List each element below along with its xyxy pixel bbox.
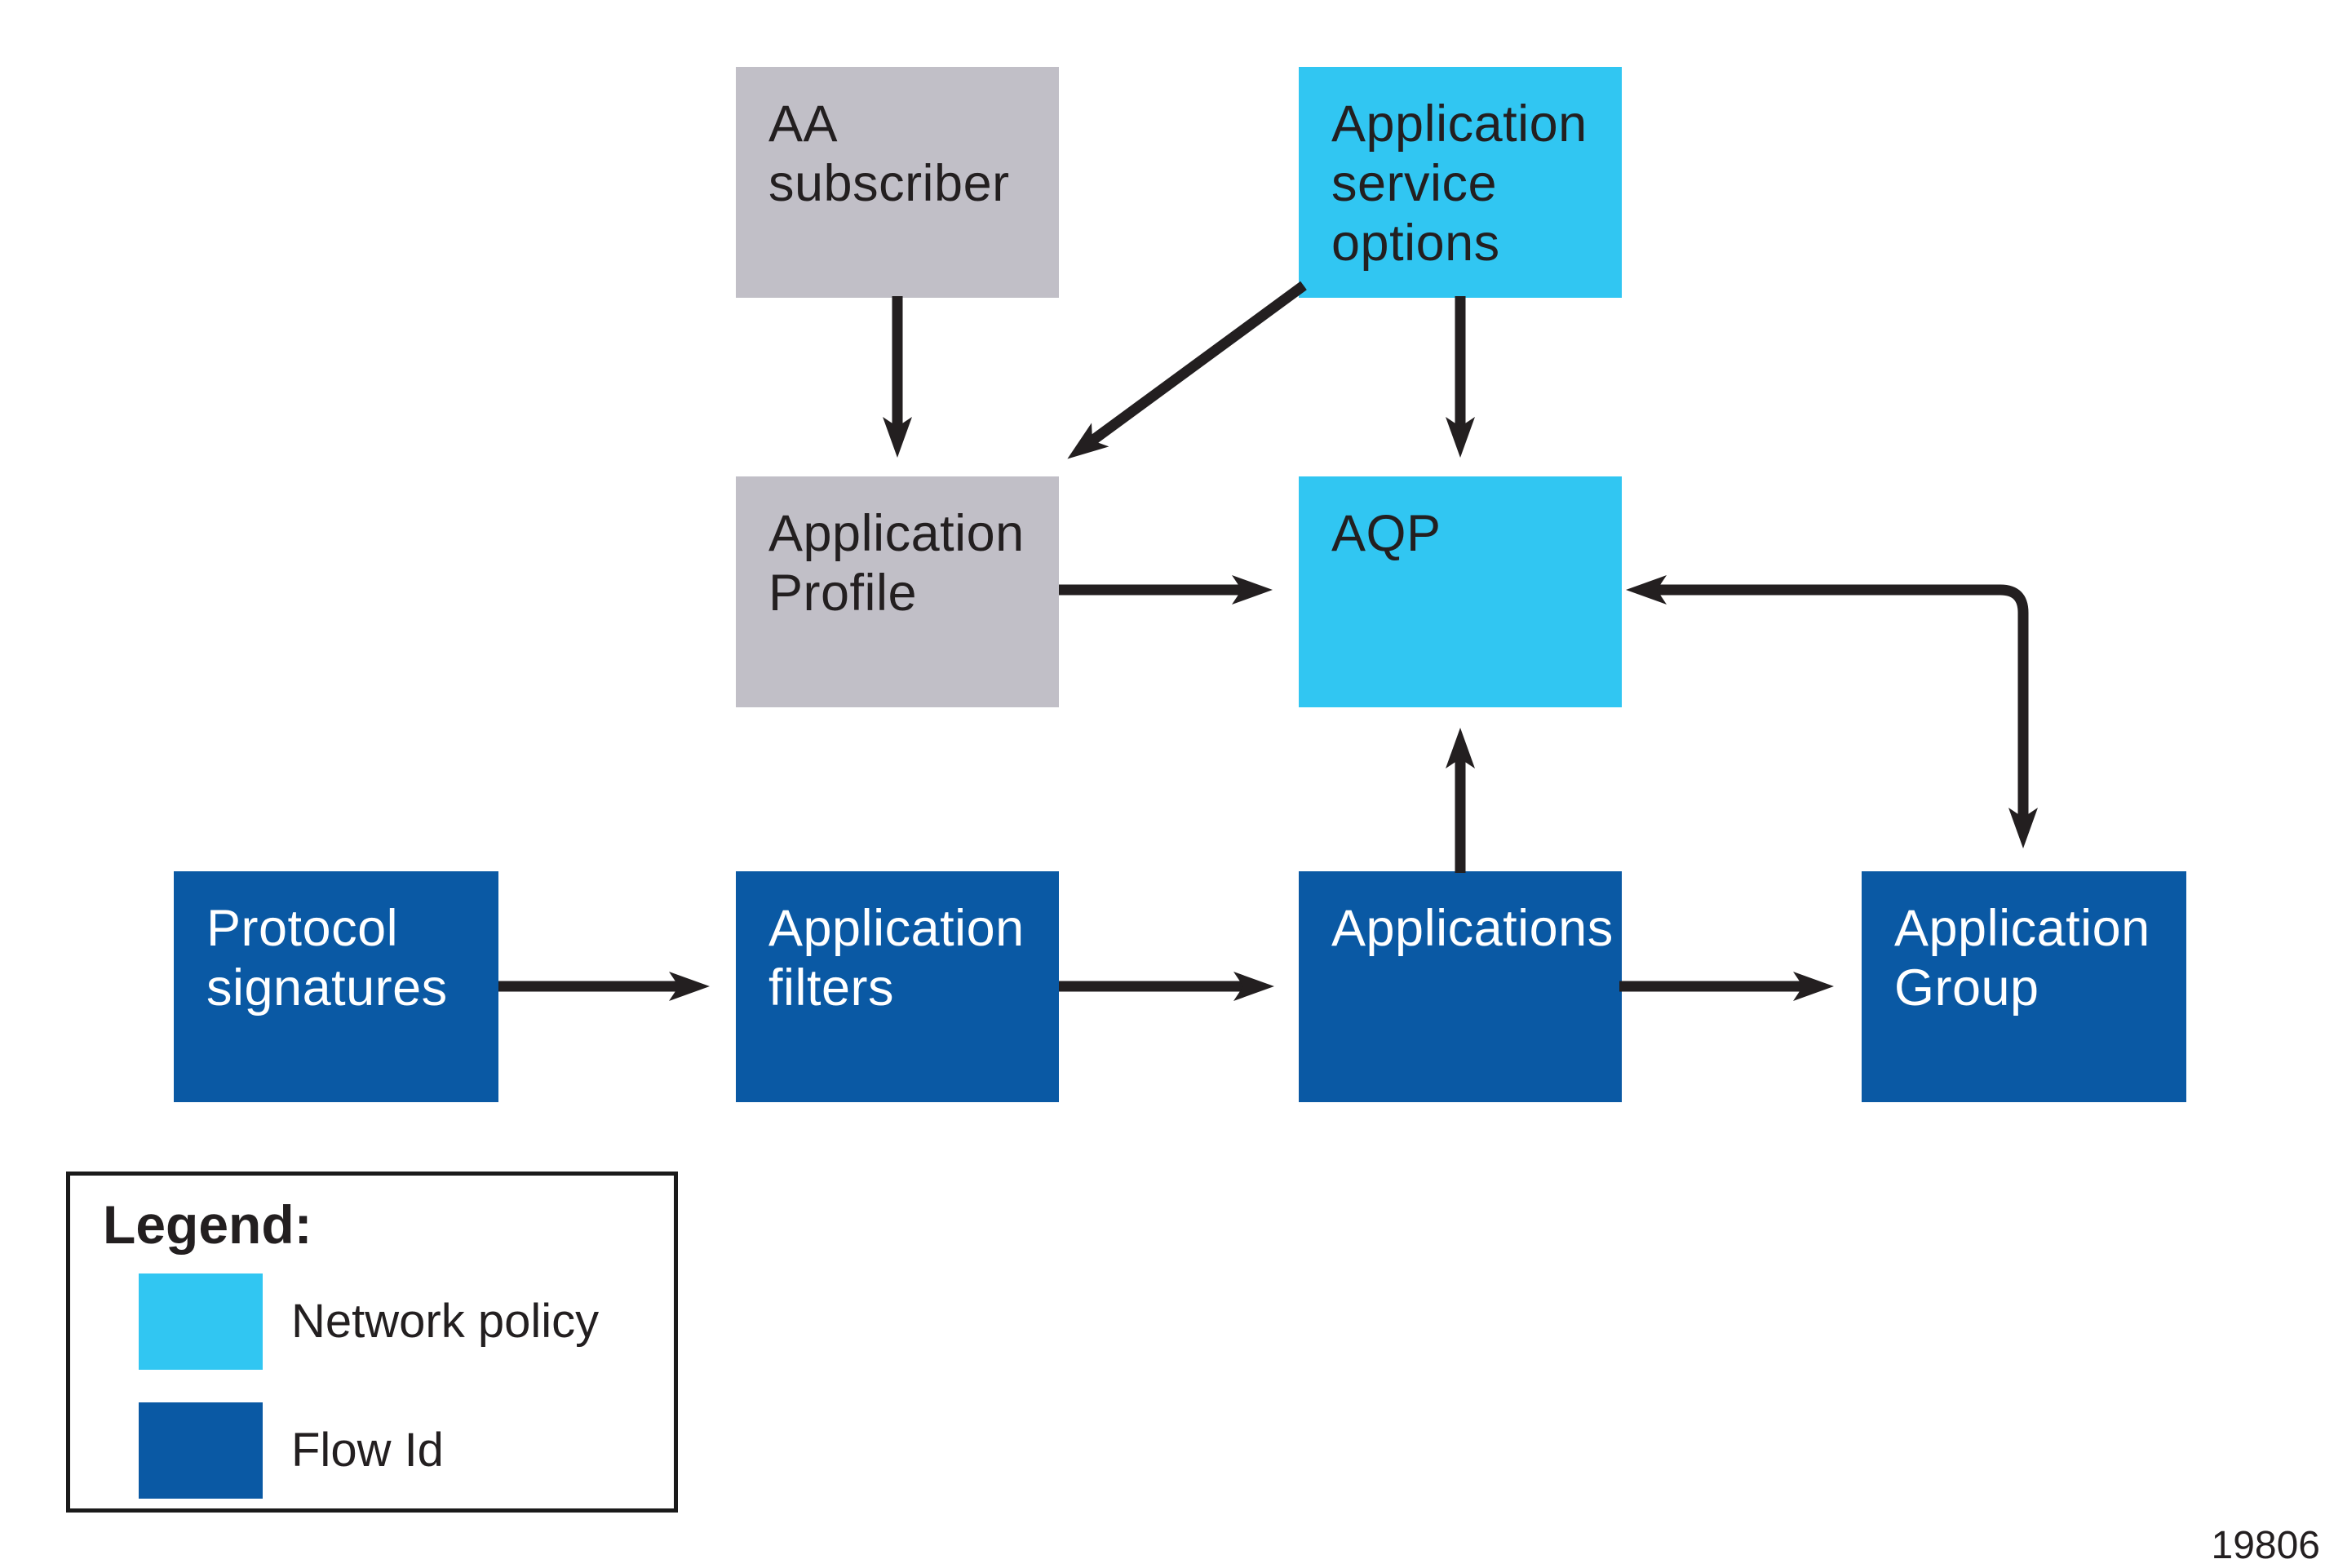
node-application-group: Application Group (1862, 871, 2186, 1102)
figure-number: 19806 (2211, 1524, 2320, 1567)
arrow-service-options-to-application-profile (1067, 281, 1307, 459)
legend-swatch-flow-id (139, 1402, 263, 1499)
node-application-filters: Application filters (736, 871, 1059, 1102)
node-application-service-options: Application service options (1299, 67, 1622, 298)
node-application-service-options-label: Application service options (1331, 95, 1588, 272)
legend-swatch-network-policy (139, 1273, 263, 1370)
node-application-profile-label: Application Profile (768, 505, 1025, 622)
legend-label-flow-id: Flow Id (291, 1424, 444, 1477)
node-aa-subscriber: AA subscriber (736, 67, 1059, 298)
legend-title: Legend: (103, 1194, 312, 1255)
node-aqp: AQP (1299, 476, 1622, 707)
legend-box: Legend: Network policy Flow Id (66, 1172, 678, 1513)
node-application-profile: Application Profile (736, 476, 1059, 707)
node-protocol-signatures-label: Protocol signatures (206, 900, 448, 1017)
node-application-filters-label: Application filters (768, 900, 1025, 1017)
arrow-application-group-aqp-elbow (1626, 575, 2038, 848)
node-application-group-label: Application Group (1894, 900, 2150, 1017)
node-applications-label: Applications (1331, 900, 1614, 957)
node-protocol-signatures: Protocol signatures (174, 871, 498, 1102)
node-applications: Applications (1299, 871, 1622, 1102)
node-aa-subscriber-label: AA subscriber (768, 95, 1010, 213)
legend-label-network-policy: Network policy (291, 1295, 600, 1348)
node-aqp-label: AQP (1331, 505, 1442, 562)
